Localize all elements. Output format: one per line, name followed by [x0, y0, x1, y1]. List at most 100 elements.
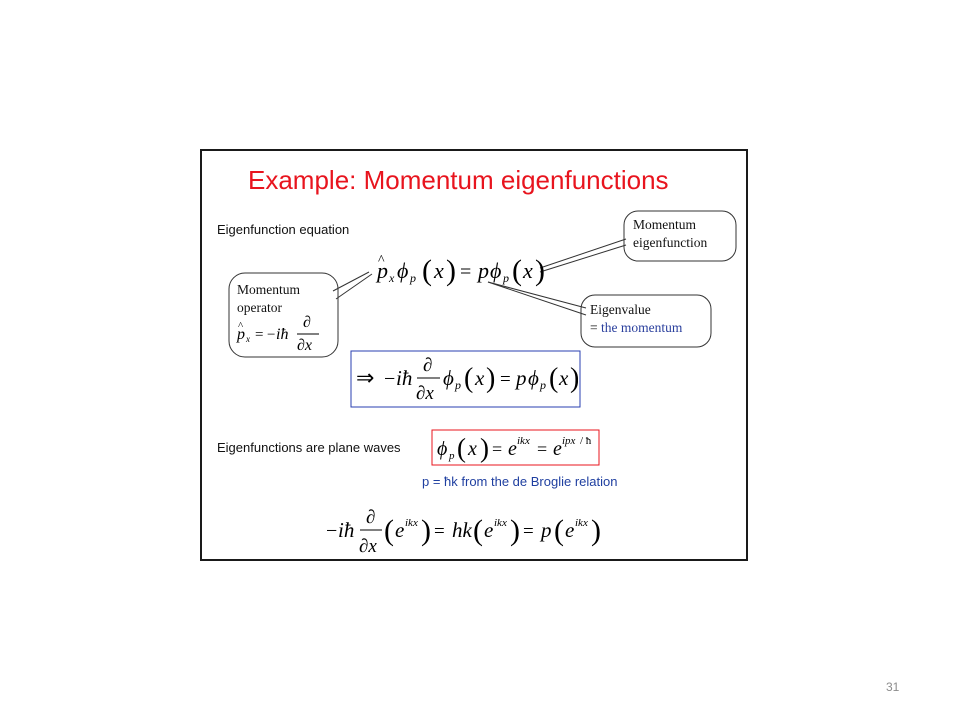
svg-text:): ) [591, 514, 601, 547]
eigen-equation: p ^ x ϕ p ( x ) = p ϕ p ( x ) [375, 254, 544, 287]
eigenvalue-momentum-text: the momentum [601, 320, 683, 335]
svg-text:−: − [384, 368, 395, 390]
svg-text:∂x: ∂x [297, 337, 312, 354]
svg-text:x: x [558, 366, 569, 390]
svg-text:p: p [375, 258, 388, 283]
svg-text:ikx: ikx [517, 435, 530, 447]
svg-text:p: p [409, 271, 416, 285]
svg-text:iħ: iħ [338, 518, 354, 542]
svg-text:(: ( [512, 254, 522, 287]
eigenfunction-pointer-line [539, 238, 627, 269]
svg-text:): ) [480, 433, 489, 463]
svg-text:(: ( [457, 433, 466, 463]
svg-text:x: x [467, 438, 477, 460]
svg-text:): ) [570, 363, 578, 394]
svg-text:^: ^ [238, 320, 244, 332]
operator-callout-line1: Momentum [237, 282, 300, 297]
svg-text:x: x [522, 258, 533, 283]
operator-pointer-line [332, 271, 370, 292]
derived-equation: ⇒ − iħ ∂ ∂x ϕ p ( x ) = p ϕ p ( x ) [356, 355, 578, 404]
eigenvalue-callout-line1: Eigenvalue [590, 302, 651, 317]
operator-callout-line2: operator [237, 300, 282, 315]
svg-text:=: = [255, 327, 263, 343]
callout-graphics [228, 210, 737, 466]
svg-text:=: = [492, 439, 502, 459]
svg-text:p: p [448, 450, 455, 462]
de-broglie-note: p = ħk from the de Broglie relation [422, 474, 618, 489]
svg-text:ikx: ikx [494, 517, 507, 529]
svg-text:x: x [245, 334, 250, 344]
svg-text:/ ħ: / ħ [580, 435, 592, 447]
svg-text:ϕ: ϕ [397, 258, 408, 283]
derived-equation-box [350, 350, 581, 408]
svg-text:(: ( [464, 363, 473, 394]
plane-waves-heading: Eigenfunctions are plane waves [217, 440, 401, 455]
svg-text:ϕ: ϕ [437, 438, 447, 460]
slide-frame: Example: Momentum eigenfunctions Eigenfu… [200, 149, 748, 561]
svg-text:ϕ: ϕ [528, 366, 539, 390]
svg-text:iħ: iħ [396, 366, 412, 390]
svg-text:=: = [537, 439, 547, 459]
svg-text:): ) [421, 514, 431, 547]
svg-text:e: e [565, 518, 574, 542]
svg-text:ikx: ikx [575, 517, 588, 529]
plane-wave-box [431, 429, 600, 466]
svg-text:p: p [476, 258, 489, 283]
svg-text:e: e [553, 438, 562, 460]
svg-text:p: p [514, 366, 527, 390]
svg-text:p: p [539, 378, 546, 392]
svg-text:∂x: ∂x [416, 383, 434, 404]
svg-text:e: e [508, 438, 517, 460]
svg-text:ϕ: ϕ [490, 258, 501, 283]
plane-wave-equation: ϕ p ( x ) = e ikx = e ipx / ħ [437, 433, 592, 463]
eigenvalue-callout-bubble [580, 294, 712, 348]
svg-text:): ) [446, 254, 456, 287]
svg-text:(: ( [384, 514, 394, 547]
svg-text:p: p [502, 271, 509, 285]
svg-text:⇒: ⇒ [356, 365, 374, 390]
eigenfunction-callout-line1: Momentum [633, 217, 696, 232]
svg-text:−: − [267, 327, 275, 343]
svg-text:p: p [539, 518, 552, 542]
svg-text:hk: hk [452, 518, 473, 542]
svg-text:e: e [395, 518, 404, 542]
svg-text:∂: ∂ [303, 314, 311, 331]
svg-text:=: = [500, 369, 511, 390]
svg-text:(: ( [549, 363, 558, 394]
page-number: 31 [886, 680, 900, 694]
svg-text:=: = [434, 521, 445, 542]
svg-text:(: ( [422, 254, 432, 287]
eigenvalue-pointer-line [487, 281, 587, 309]
svg-text:^: ^ [378, 254, 385, 268]
svg-text:(: ( [473, 514, 483, 547]
svg-text:x: x [433, 258, 444, 283]
verification-equation: − iħ ∂ ∂x ( e ikx ) = hk ( e ikx ) = p (… [326, 507, 601, 557]
svg-text:=: = [460, 261, 471, 283]
svg-text:ϕ: ϕ [443, 366, 454, 390]
svg-text:p: p [236, 326, 245, 343]
svg-text:∂: ∂ [366, 507, 375, 528]
svg-text:(: ( [554, 514, 564, 547]
svg-text:ikx: ikx [405, 517, 418, 529]
svg-text:−: − [326, 520, 337, 542]
eigenfunction-callout-bubble [623, 210, 737, 262]
svg-text:): ) [510, 514, 520, 547]
svg-text:∂: ∂ [423, 355, 432, 376]
operator-formula: p ^ x = − iħ ∂ ∂x [236, 314, 319, 354]
svg-text:p: p [454, 378, 461, 392]
svg-text:): ) [535, 254, 544, 287]
svg-text:iħ: iħ [276, 326, 288, 343]
svg-text:x: x [474, 366, 485, 390]
operator-callout-bubble [228, 272, 339, 358]
svg-text:e: e [484, 518, 493, 542]
svg-text:∂x: ∂x [359, 536, 377, 557]
svg-text:): ) [486, 363, 495, 394]
svg-text:ipx: ipx [562, 435, 576, 447]
svg-text:=: = [523, 521, 534, 542]
eigenfunction-callout-line2: eigenfunction [633, 235, 708, 250]
svg-text:x: x [388, 271, 395, 285]
eigenfunction-equation-heading: Eigenfunction equation [217, 222, 350, 237]
eigenvalue-callout-line2: = the momentum [590, 319, 682, 337]
slide-title: Example: Momentum eigenfunctions [248, 165, 669, 195]
eigenvalue-equals: = [590, 320, 601, 335]
